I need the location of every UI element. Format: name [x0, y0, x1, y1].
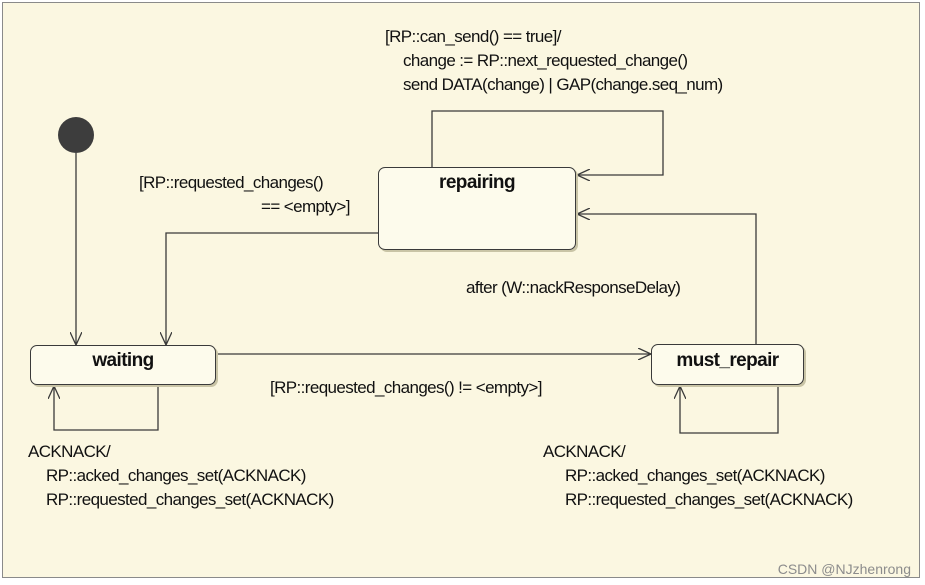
must-repair-trigger: ACKNACK/ — [543, 442, 626, 461]
waiting-self-loop — [54, 385, 159, 431]
must-repair-action-acked: RP::acked_changes_set(ACKNACK) — [565, 466, 825, 485]
repairing-action-change: change := RP::next_requested_change() — [403, 51, 688, 70]
waiting-self-label: ACKNACK/ RP::acked_changes_set(ACKNACK) … — [28, 440, 334, 512]
must-repair-to-repairing-label: after (W::nackResponseDelay) — [466, 278, 681, 297]
must-repair-self-label: ACKNACK/ RP::acked_changes_set(ACKNACK) … — [543, 440, 853, 512]
state-waiting: waiting — [30, 345, 216, 385]
repairing-guard: [RP::can_send() == true]/ — [385, 27, 561, 46]
repairing-to-waiting — [166, 232, 378, 345]
repairing-to-waiting-label: [RP::requested_changes() == <empty>] — [139, 171, 350, 219]
state-must-repair-label: must_repair — [676, 350, 779, 371]
state-repairing: repairing — [378, 167, 576, 250]
repairing-self-label: [RP::can_send() == true]/ change := RP::… — [385, 25, 723, 97]
repairing-self-loop — [431, 110, 664, 175]
repairing-action-send: send DATA(change) | GAP(change.seq_num) — [403, 75, 723, 94]
diagram-frame — [2, 2, 920, 578]
state-must-repair: must_repair — [651, 344, 804, 385]
must-repair-action-requested: RP::requested_changes_set(ACKNACK) — [565, 490, 853, 509]
state-repairing-label: repairing — [439, 172, 516, 193]
waiting-action-requested: RP::requested_changes_set(ACKNACK) — [46, 490, 334, 509]
repairing-to-waiting-guard-1: [RP::requested_changes() — [139, 173, 324, 192]
must-repair-to-repairing — [577, 214, 757, 344]
repairing-to-waiting-guard-2: == <empty>] — [261, 197, 350, 216]
initial-node — [58, 117, 94, 153]
waiting-to-must-repair-label: [RP::requested_changes() != <empty>] — [270, 378, 542, 397]
waiting-action-acked: RP::acked_changes_set(ACKNACK) — [46, 466, 306, 485]
watermark-text: CSDN @NJzhenrong — [777, 561, 911, 577]
waiting-trigger: ACKNACK/ — [28, 442, 111, 461]
must-repair-self-loop — [680, 385, 779, 434]
state-waiting-label: waiting — [92, 350, 154, 371]
